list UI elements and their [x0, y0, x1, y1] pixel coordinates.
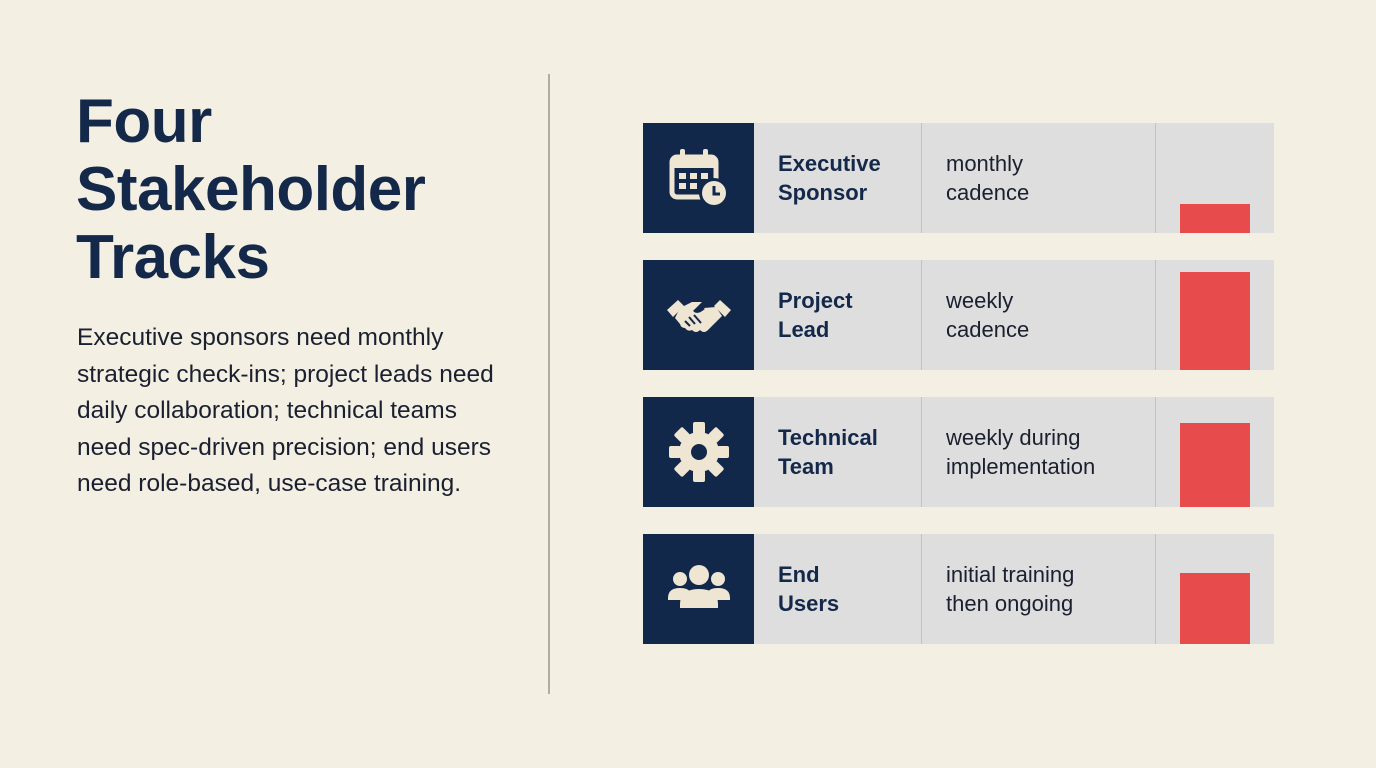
bar-cell	[1156, 534, 1274, 644]
handshake-icon	[666, 300, 731, 332]
bar-cell	[1156, 397, 1274, 507]
bar-cell	[1156, 260, 1274, 370]
track-name: End Users	[754, 534, 922, 644]
track-cadence: weekly during implementation	[922, 397, 1156, 507]
cadence-bar	[1180, 204, 1250, 233]
track-name-line: Sponsor	[778, 180, 868, 205]
track-cadence: monthly cadence	[922, 123, 1156, 233]
cadence-line: weekly	[946, 288, 1014, 313]
icon-cell	[643, 534, 754, 644]
cadence-line: cadence	[946, 317, 1030, 342]
icon-cell	[643, 123, 754, 233]
cadence-line: monthly	[946, 151, 1024, 176]
title-line: Stakeholder	[76, 155, 426, 224]
icon-cell	[643, 260, 754, 370]
cadence-line: then ongoing	[946, 591, 1074, 616]
cadence-line: cadence	[946, 180, 1030, 205]
track-row-executive-sponsor: Executive Sponsor monthly cadence	[643, 123, 1274, 233]
slide-description: Executive sponsors need monthly strategi…	[77, 324, 494, 497]
track-name-line: Users	[778, 591, 840, 616]
cadence-bar	[1180, 423, 1250, 507]
users-group-icon	[667, 565, 730, 608]
track-name: Technical Team	[754, 397, 922, 507]
track-name: Project Lead	[754, 260, 922, 370]
cadence-line: implementation	[946, 454, 1096, 479]
bar-cell	[1156, 123, 1274, 233]
gear-icon	[668, 422, 729, 482]
track-name-line: End	[778, 562, 820, 587]
track-name-line: Team	[778, 454, 834, 479]
vertical-divider	[548, 74, 550, 694]
track-name-line: Project	[778, 288, 853, 313]
cadence-line: initial training	[946, 562, 1075, 587]
track-name-line: Lead	[778, 317, 830, 342]
cadence-bar	[1180, 573, 1250, 644]
track-cadence: weekly cadence	[922, 260, 1156, 370]
track-cadence: initial training then ongoing	[922, 534, 1156, 644]
track-row-technical-team: Technical Team weekly during implementat…	[643, 397, 1274, 507]
calendar-clock-icon	[669, 149, 729, 208]
title-line: Four	[76, 87, 212, 156]
cadence-bar	[1180, 272, 1250, 370]
track-name: Executive Sponsor	[754, 123, 922, 233]
track-name-line: Executive	[778, 151, 881, 176]
cadence-line: weekly during	[946, 425, 1081, 450]
track-row-end-users: End Users initial training then ongoing	[643, 534, 1274, 644]
track-name-line: Technical	[778, 425, 878, 450]
track-row-project-lead: Project Lead weekly cadence	[643, 260, 1274, 370]
icon-cell	[643, 397, 754, 507]
slide-title: Four Stakeholder Tracks	[76, 87, 426, 292]
title-line: Tracks	[76, 223, 270, 292]
